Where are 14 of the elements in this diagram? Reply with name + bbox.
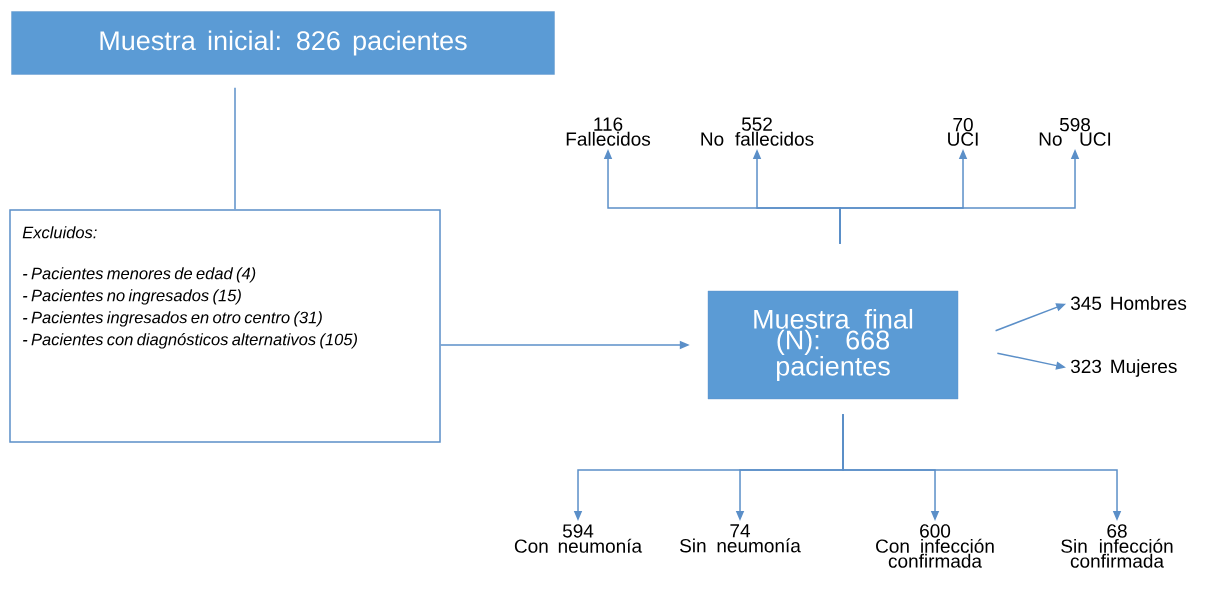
count-label: 594 Con neumonía <box>514 524 643 553</box>
count-label: 74 Sin neumonía <box>680 524 801 553</box>
count-label: 552 No fallecidos <box>701 117 814 146</box>
count-label: 68 Sin infección confirmada <box>1061 524 1173 568</box>
count-label: 116 Fallecidos <box>566 117 651 146</box>
count-label: 323 Mujeres <box>1070 359 1177 377</box>
count-label: 70 UCI <box>948 117 978 146</box>
count-label: 600 Con infección confirmada <box>876 524 994 568</box>
process-box: Muestra final (N): 668 pacientes <box>707 290 959 400</box>
connector-line <box>234 86 236 210</box>
count-label: 598 No UCI <box>1039 117 1111 146</box>
start-box: Muestra inicial: 826 pacientes <box>11 11 555 75</box>
count-label: 345 Hombres <box>1070 296 1187 310</box>
exclusion-box: Excluidos: - Pacientes menores de edad (4) - Pacientes no ingresados (15) - Pacientes ingresados en otro centro (31) - Pacientes con diagnósticos alternativos (105) <box>9 209 441 443</box>
